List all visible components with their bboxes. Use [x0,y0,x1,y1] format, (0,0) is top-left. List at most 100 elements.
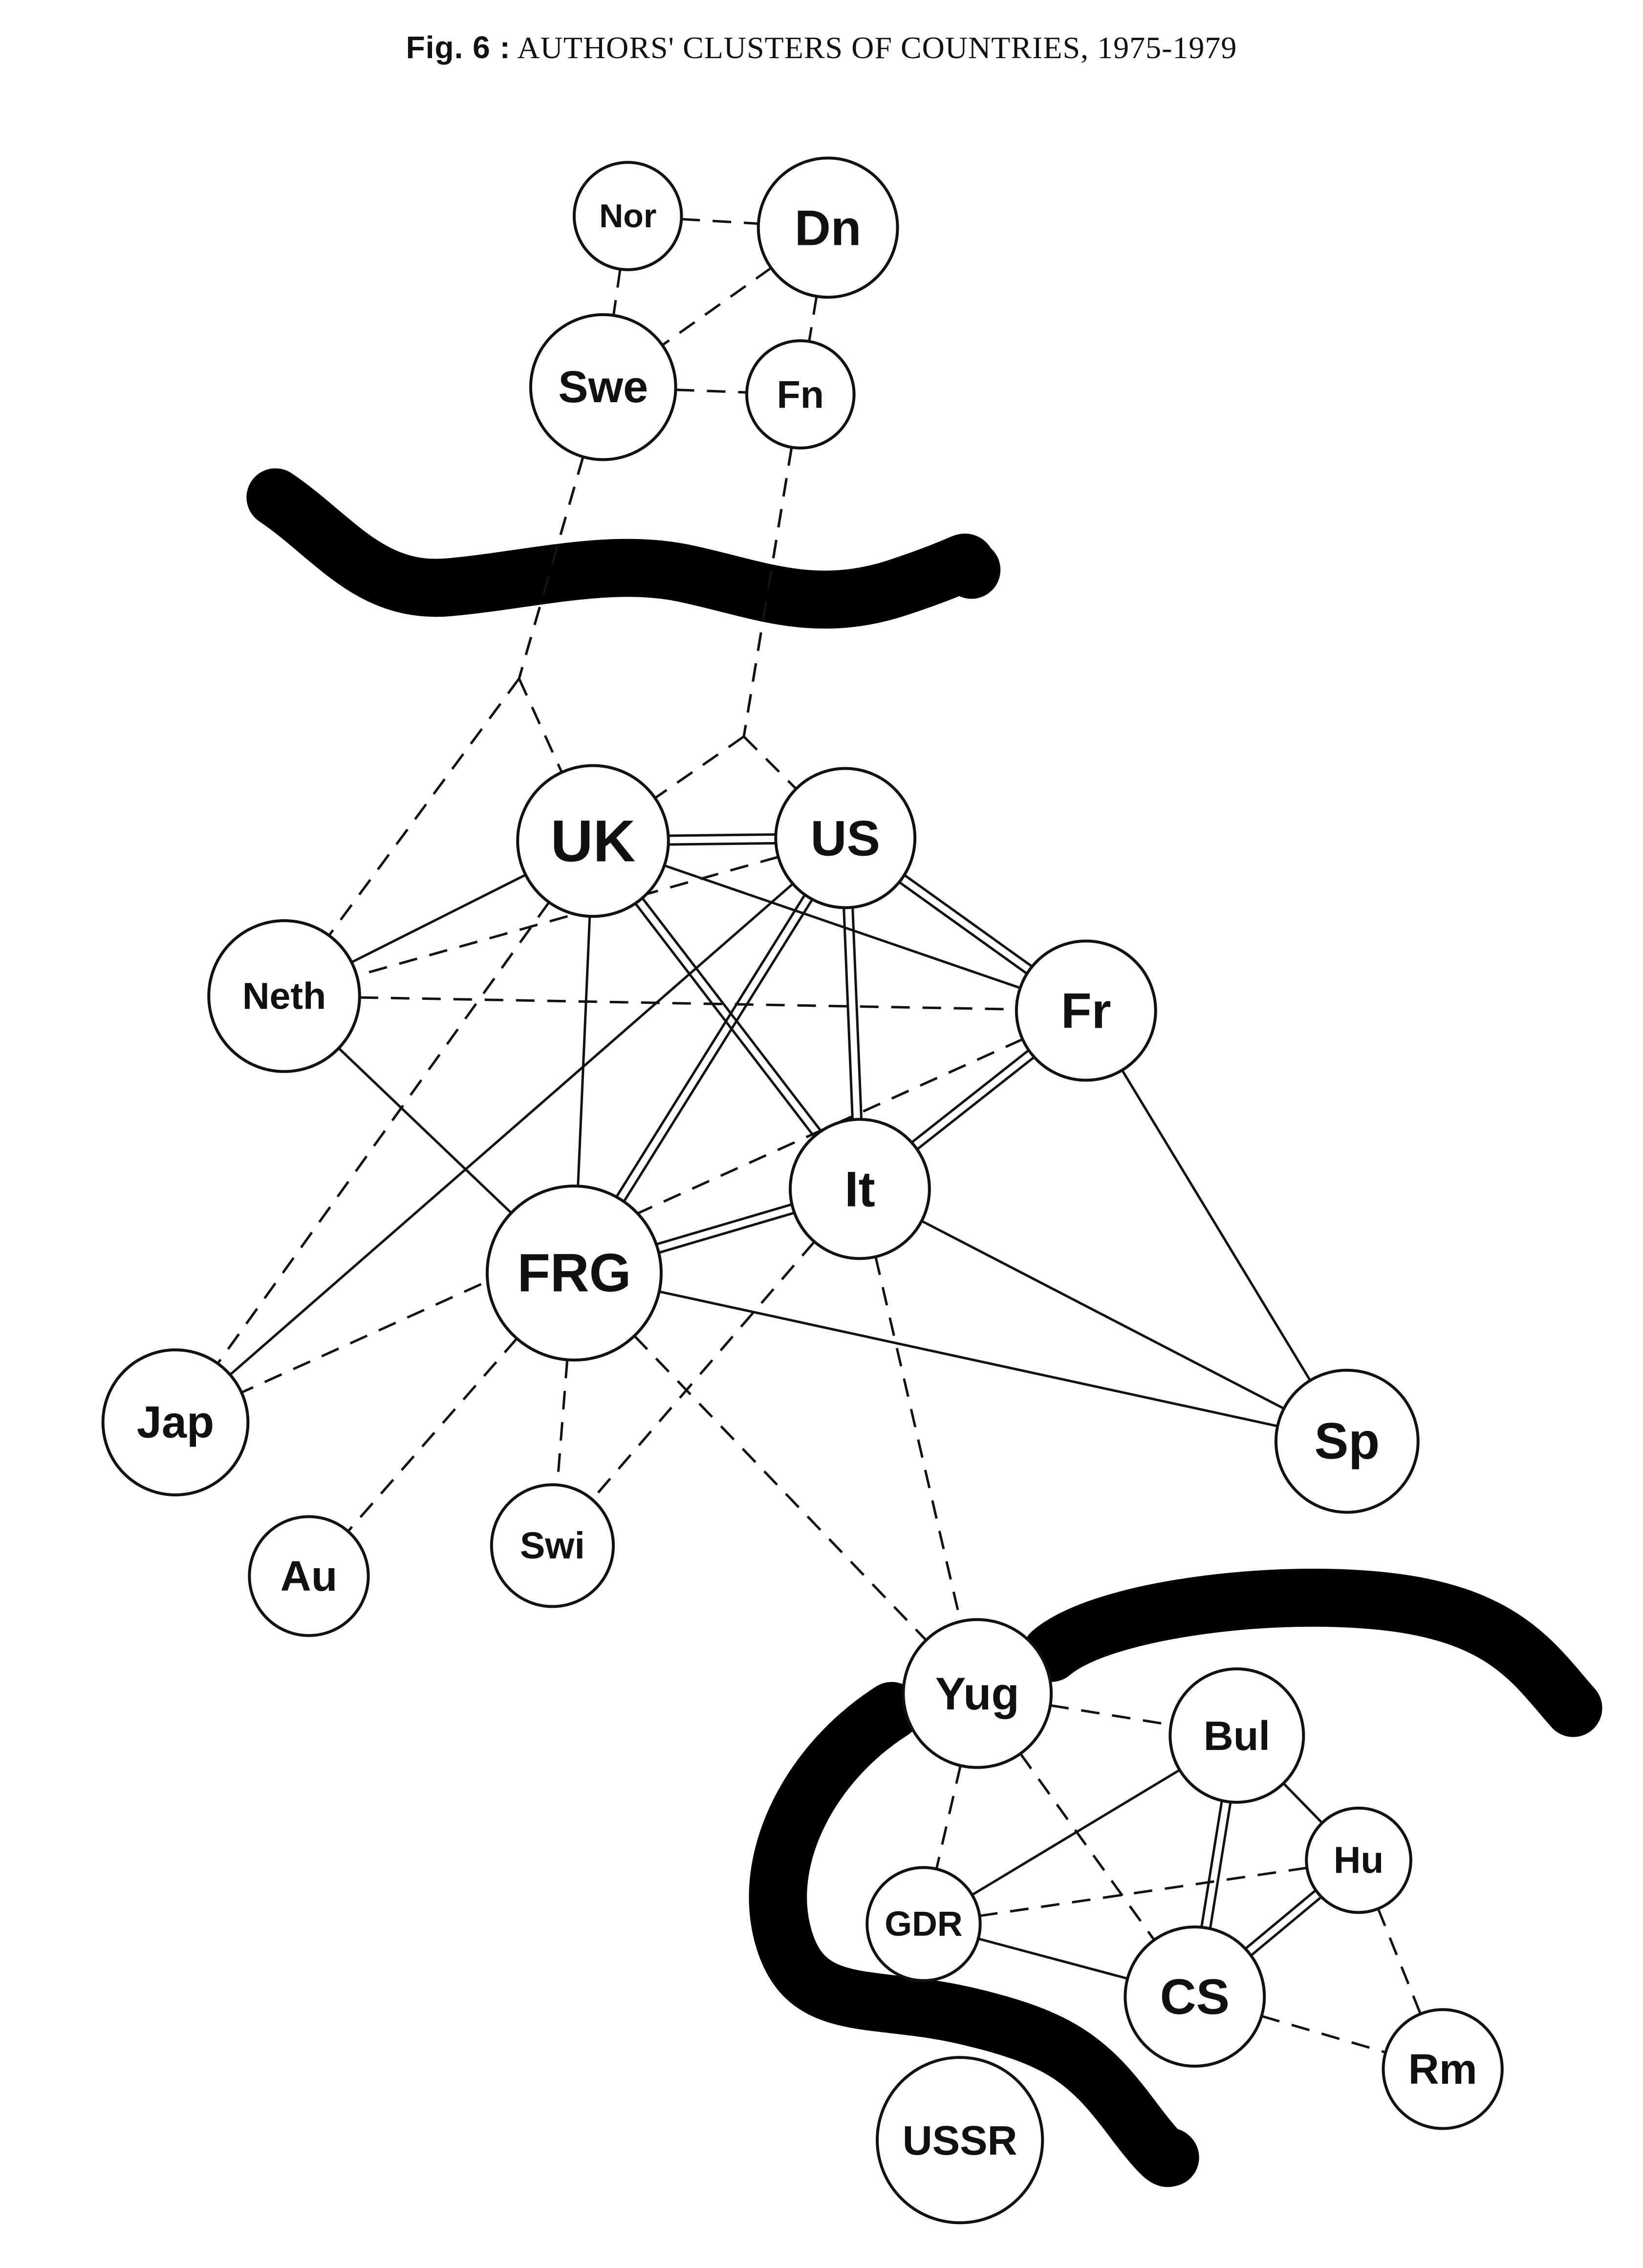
node-circle [248,1515,370,1637]
edge-uk-it [641,897,822,1132]
node-label: Swi [520,1525,585,1567]
edge-frg-sp [659,1290,1278,1427]
edge-us-neth [356,856,779,977]
node-gdr: GDR [865,1866,982,1982]
node-circle [1015,939,1157,1082]
node-fr: Fr [1015,939,1157,1082]
node-circle [876,2056,1044,2225]
node-label: Dn [795,199,862,256]
node-label: Fr [1061,982,1111,1038]
node-label: Jap [137,1398,214,1447]
edge-frg-swi [556,1360,569,1485]
edge-bul-gdr [971,1769,1181,1896]
edge-us-jap [229,883,794,1376]
node-circle [789,1118,931,1260]
edge-fr-jap [241,1038,1023,1394]
node-yug: Yug [902,1618,1053,1769]
node-label: Bul [1204,1712,1270,1759]
edge-bul-cs [1209,1802,1232,1929]
edge-swe-neth [518,456,584,679]
edge-neth-frg [338,1047,512,1214]
node-swe: Swe [529,313,677,461]
node-uk: UK [516,764,670,918]
node-bul: Bul [1168,1667,1305,1804]
edge-frg-au [347,1338,518,1533]
edge-us-it [843,907,854,1120]
node-circle [1305,1806,1412,1914]
edge-hu-cs [1250,1896,1322,1957]
node-frg: FRG [485,1185,663,1362]
node-us: US [774,767,917,909]
edge-hu-cs [1244,1889,1317,1950]
edge-dn-fn [808,296,818,342]
edge-gdr-cs [978,1937,1128,1980]
edge-fn-uk [654,735,745,799]
edge-swe-fn [675,389,747,394]
edge-fr-it [911,1049,1030,1144]
node-sp: Sp [1274,1368,1420,1514]
figure-number: Fig. 6 : [406,30,511,65]
edge-hu-rm [1377,1908,1422,2015]
node-rm: Rm [1382,2008,1504,2130]
edge-bul-cs [1200,1800,1223,1927]
node-ussr: USSR [876,2056,1044,2225]
node-label: Sp [1314,1413,1380,1470]
nordic-barrier [246,468,1001,629]
edge-nor-swe [612,269,622,316]
node-circle [516,764,670,918]
edge-fn-us [743,735,797,790]
edge-uk-jap [216,901,550,1364]
node-label: Hu [1334,1839,1384,1881]
figure-caption: AUTHORS' CLUSTERS OF COUNTRIES, 1975-197… [517,30,1237,65]
node-hu: Hu [1305,1806,1412,1914]
edge-fn-us [742,447,793,737]
edge-yug-cs [1019,1752,1155,1941]
edge-uk-it [634,903,815,1137]
eastern-barrier-lower [749,1682,1199,2187]
node-circle [865,1866,982,1982]
node-label: FRG [517,1243,631,1303]
edge-cs-rm [1261,2015,1386,2054]
node-circle [490,1483,615,1608]
edge-yug-bul [1050,1704,1171,1727]
edge-it-swi [591,1241,816,1501]
edge-uk-us [668,842,776,846]
node-label: It [844,1161,875,1217]
node-circle [572,161,683,271]
edge-uk-neth [351,873,526,964]
node-jap: Jap [101,1348,250,1496]
barriers-layer [246,468,1602,2187]
node-cs: CS [1124,1925,1266,2068]
edge-dn-swe [661,267,772,346]
node-label: UK [551,808,636,874]
node-circle [485,1185,663,1362]
edge-us-fr [898,881,1028,975]
node-label: US [811,810,880,866]
edge-it-sp [921,1220,1285,1410]
edge-neth-fr [359,996,1016,1011]
edge-it-yug [874,1256,962,1622]
node-circle [745,339,856,450]
edge-swe-neth [328,678,520,936]
edge-uk-fr [664,864,1021,990]
edges-layer [216,217,1422,2054]
node-circle [1274,1368,1420,1514]
node-circle [207,919,361,1073]
node-label: Nor [599,197,656,235]
figure-title: Fig. 6 : AUTHORS' CLUSTERS OF COUNTRIES,… [0,29,1643,66]
eastern-barrier-upper [1022,1569,1602,1737]
edge-us-frg [623,899,814,1203]
node-nor: Nor [572,161,683,271]
node-label: Swe [558,362,648,412]
edge-us-fr [904,874,1033,968]
edge-frg-yug [633,1335,927,1641]
edge-us-frg [615,894,806,1198]
edge-nor-dn [681,217,759,225]
node-it: It [789,1118,931,1260]
edge-it-frg [656,1203,792,1246]
node-circle [1124,1925,1266,2068]
node-au: Au [248,1515,370,1637]
node-swi: Swi [490,1483,615,1608]
